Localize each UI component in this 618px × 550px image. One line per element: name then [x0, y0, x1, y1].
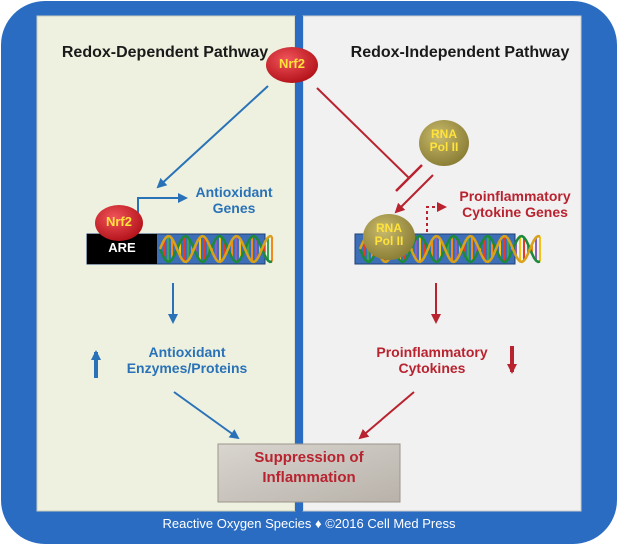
rnapol-free-oval — [419, 120, 469, 166]
proinflammatory-cytokines-label: Proinflammatory Cytokines — [376, 344, 488, 377]
antioxidant-genes-label: Antioxidant Genes — [195, 184, 273, 217]
nrf2-top-oval — [266, 47, 318, 83]
are-label: ARE — [108, 240, 136, 255]
right-pathway-title: Redox-Independent Pathway — [350, 44, 570, 61]
arrow-cytokines-to-suppression — [358, 391, 415, 440]
arrow-nrf2-to-are — [156, 85, 269, 189]
rnapol-bound-oval — [363, 214, 415, 260]
dna-strand — [158, 234, 273, 264]
left-dna-helix — [158, 234, 273, 264]
nrf2-bound-oval — [95, 205, 143, 241]
footer-citation: Reactive Oxygen Species ♦ ©2016 Cell Med… — [162, 516, 456, 531]
left-pathway-title: Redox-Dependent Pathway — [61, 44, 269, 61]
inhibition-line-nrf2 — [316, 87, 410, 179]
inhibition-bar — [395, 164, 423, 192]
dna-strand — [158, 234, 273, 264]
arrow-transcription-cytokine — [426, 202, 447, 232]
arrow-polII-to-dna — [394, 174, 434, 214]
arrow-transcription-antioxidant — [137, 193, 188, 214]
antioxidant-enzymes-label: Antioxidant Enzymes/Proteins — [126, 344, 248, 377]
rnapol-bound-label: RNA Pol II — [374, 221, 404, 249]
rnapol-free-label: RNA Pol II — [429, 127, 459, 155]
nrf2-top-label: Nrf2 — [278, 56, 305, 71]
center-divider — [295, 16, 303, 511]
cytokine-genes-label: Proinflammatory Cytokine Genes — [459, 188, 571, 221]
nrf2-bound-label: Nrf2 — [105, 214, 132, 229]
arrow-enzymes-to-suppression — [173, 391, 240, 440]
suppression-box — [217, 443, 401, 503]
suppression-label: Suppression of Inflammation — [254, 449, 364, 486]
